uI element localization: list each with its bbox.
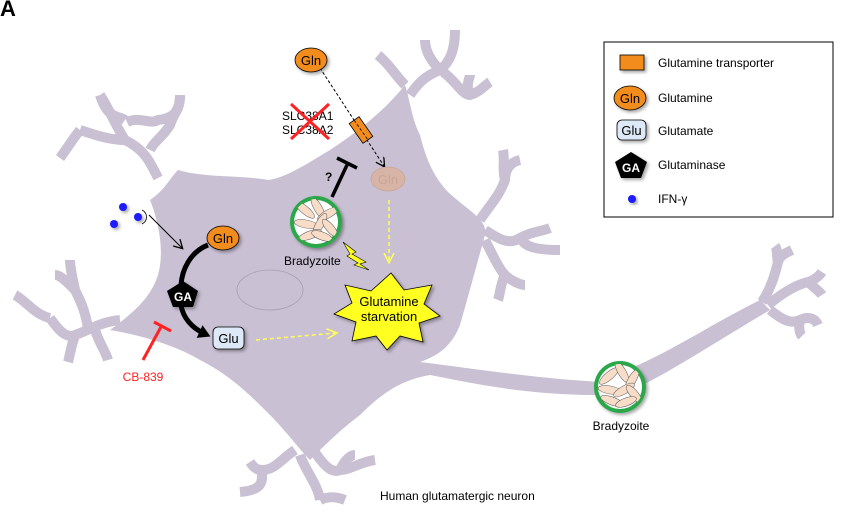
bradyzoite-cyst-soma [290, 196, 342, 248]
ifn-gamma-icon [134, 213, 142, 221]
nucleus [236, 269, 304, 311]
svg-text:Glutamate: Glutamate [658, 124, 714, 138]
glutamate-metabolite: Glu [212, 326, 245, 350]
question-mark: ? [325, 170, 332, 184]
svg-text:GA: GA [174, 290, 192, 304]
legend-item-glutamate: Glu Glutamate [616, 119, 714, 141]
bradyzoite-label-axon: Bradyzoite [593, 419, 650, 433]
bradyzoite-cyst-axon [594, 361, 646, 413]
ifn-receptor-icon [141, 209, 147, 225]
svg-text:Gln: Gln [213, 231, 233, 246]
legend-item-transporter: Glutamine transporter [619, 54, 774, 71]
inhibition-bar-question: ? [325, 156, 358, 198]
ifn-gamma-icon [628, 195, 636, 203]
svg-text:Glu: Glu [621, 123, 641, 138]
ifn-gamma-molecules [110, 203, 142, 228]
ifn-signal-arrow [148, 214, 182, 248]
svg-text:GA: GA [622, 161, 640, 175]
ifn-gamma-icon [119, 203, 127, 211]
starvation-label-line2: starvation [361, 309, 417, 324]
glutamine-icon: Gln [613, 85, 647, 111]
svg-text:IFN-γ: IFN-γ [658, 192, 687, 206]
svg-text:Glutamine: Glutamine [658, 91, 713, 105]
cb-839-inhibitor: CB-839 [123, 320, 172, 384]
glutaminase-icon: GA [615, 152, 647, 178]
glutamine-metabolite: Gln [206, 225, 240, 251]
glutaminase-reaction-arrow [178, 242, 208, 334]
ifn-gamma-icon [110, 220, 118, 228]
svg-text:Gln: Gln [378, 172, 398, 187]
figure-caption: Human glutamatergic neuron [380, 489, 535, 503]
external-glutamine: Gln [294, 47, 328, 73]
glutamate-icon: Glu [616, 119, 647, 141]
slc38-transporters-knockout: SLC38A1 SLC38A2 [282, 102, 334, 141]
transporter-icon [619, 54, 645, 71]
svg-text:Glutaminase: Glutaminase [658, 158, 726, 172]
neuron-cell [12, 29, 827, 505]
panel-label: A [0, 0, 16, 21]
glutamine-starvation-burst [333, 272, 441, 351]
svg-text:Gln: Gln [301, 53, 321, 68]
bradyzoite-label-soma: Bradyzoite [284, 254, 341, 268]
glutaminase-enzyme: GA [167, 281, 198, 307]
legend-item-glutaminase: GA Glutaminase [615, 152, 726, 178]
gln-uptake-arrow [319, 67, 384, 166]
svg-text:Gln: Gln [620, 91, 640, 106]
svg-text:Glu: Glu [218, 331, 238, 346]
cb-839-label: CB-839 [123, 370, 164, 384]
glu-depletion-arrow [255, 333, 336, 341]
svg-text:Glutamine transporter: Glutamine transporter [658, 56, 774, 70]
legend-item-glutamine: Gln Glutamine [613, 85, 713, 111]
legend: Glutamine transporter Gln Glutamine Glu … [603, 41, 834, 218]
neuron-soma [110, 85, 600, 460]
glutamine-transporter [348, 116, 374, 144]
legend-item-ifn-gamma: IFN-γ [628, 192, 687, 206]
lightning-bolt-icon [342, 241, 370, 271]
internal-glutamine-faded: Gln [370, 166, 406, 192]
starvation-label-line1: Glutamine [359, 294, 418, 309]
